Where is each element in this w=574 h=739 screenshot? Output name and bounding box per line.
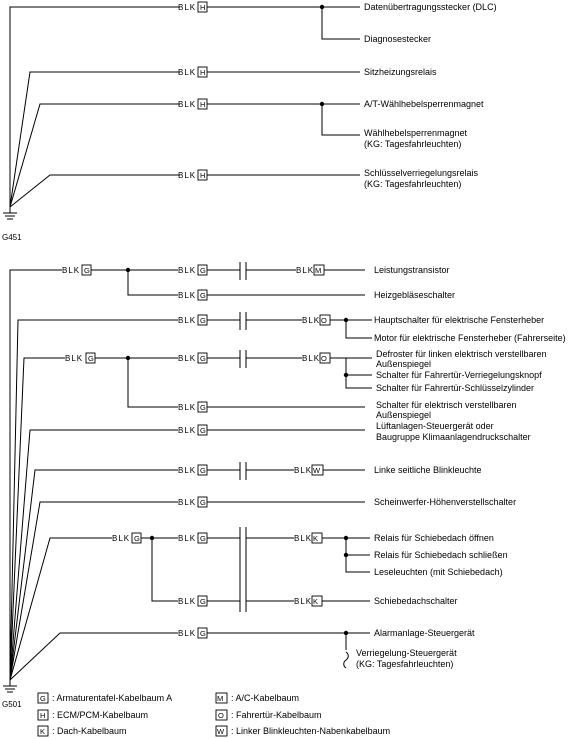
wire-color-label: BLK [294,466,312,475]
component-label: (KG: Tagesfahrleuchten) [356,659,453,669]
ground-label: G501 [2,700,22,709]
wire-color-label: BLK [178,291,196,300]
harness-code: M [315,266,321,275]
legend-text: : A/C-Kabelbaum [231,693,299,703]
component-label: Lüftanlagen-Steuergerät oder [376,421,494,431]
legend-text: : Linker Blinkleuchten-Nabenkabelbaum [231,726,390,736]
wire-color-label: BLK [65,354,83,363]
component-label: Schalter für Fahrertür-Verriegelungsknop… [376,370,542,380]
component-label: Leistungstransistor [374,265,450,275]
wire-color-label: BLK [178,597,196,606]
harness-code: G [200,597,206,606]
wire-color-label: BLK [294,597,312,606]
component-label: Schalter für elektrisch verstellbaren [376,400,517,410]
harness-code: G [200,629,206,638]
legend-text: : Dach-Kabelbaum [52,726,127,736]
component-label: Diagnosestecker [364,34,431,44]
component-label: Schalter für Fahrertür-Schlüsselzylinder [376,383,534,393]
legend-code: W [217,727,225,736]
harness-code: G [88,354,94,363]
legend-text: : Armaturentafel-Kabelbaum A [52,693,172,703]
harness-code: G [200,534,206,543]
legend-code: O [218,711,224,720]
wire-color-label: BLK [178,403,196,412]
wire-color-label: BLK [302,316,320,325]
component-label: A/T-Wählhebelsperrenmagnet [364,99,484,109]
component-label: Baugruppe Klimaanlagendruckschalter [376,432,531,442]
wire-color-label: BLK [112,534,130,543]
legend-code: H [40,711,45,720]
wire-color-label: BLK [294,534,312,543]
component-label: Außenspiegel [376,410,431,420]
component-label: Hauptschalter für elektrische Fensterheb… [374,315,544,325]
harness-code: G [200,291,206,300]
ground-label: G451 [2,233,22,242]
component-label: Leseleuchten (mit Schiebedach) [374,567,503,577]
harness-code: O [321,316,327,325]
wire-color-label: BLK [178,629,196,638]
bottom-section: BLK G BLK G BLK M BLK G BLK G BLK O BLK [2,262,566,709]
component-label: Schiebedachschalter [374,596,458,606]
component-label: Heizgebläseschalter [374,290,455,300]
component-label: Relais für Schiebedach schließen [374,550,508,560]
harness-code: G [200,316,206,325]
wire-color-label: BLK [178,498,196,507]
component-label: Alarmanlage-Steuergerät [374,628,475,638]
component-label: (KG: Tagesfahrleuchten) [364,139,461,149]
component-label: Scheinwerfer-Höhenverstellschalter [374,497,516,507]
ground-symbol [3,207,17,220]
wire-color-label: BLK [178,354,196,363]
ground-symbol [3,680,17,693]
harness-code: G [200,498,206,507]
component-label: Wählhebelsperrenmagnet [364,128,468,138]
harness-code: O [321,354,327,363]
wire-color-label: BLK [178,3,196,12]
wire-color-label: BLK [62,266,80,275]
component-label: Verriegelung-Steuergerät [356,648,457,658]
component-label: Defroster für linken elektrisch verstell… [376,349,547,359]
component-label: Linke seitliche Blinkleuchte [374,465,482,475]
harness-code: G [134,534,140,543]
wire-color-label: BLK [178,100,196,109]
wire-color-label: BLK [178,68,196,77]
wire-color-label: BLK [178,266,196,275]
harness-code: K [313,534,318,543]
wire-color-label: BLK [302,354,320,363]
harness-code: K [313,597,318,606]
legend-text: : ECM/PCM-Kabelbaum [52,710,148,720]
harness-code: H [200,68,205,77]
component-label: Sitzheizungsrelais [364,67,437,77]
harness-code: G [200,426,206,435]
top-section: BLK H BLK H BLK H BLK H Datenübertragung… [2,1,497,242]
wire-color-label: BLK [178,316,196,325]
legend-text: : Fahrertür-Kabelbaum [231,710,322,720]
harness-code: G [200,403,206,412]
harness-code: H [200,3,205,12]
wire-color-label: BLK [296,266,314,275]
harness-code: G [200,266,206,275]
component-label: Relais für Schiebedach öffnen [374,533,494,543]
harness-code: G [200,466,206,475]
legend-code: G [40,694,46,703]
wire-color-label: BLK [178,426,196,435]
wire-color-label: BLK [178,466,196,475]
legend-code: K [40,727,45,736]
harness-code: H [200,100,205,109]
component-label: Schlüsselverriegelungsrelais [364,168,479,178]
wire-color-label: BLK [178,534,196,543]
harness-code: G [200,354,206,363]
component-label: Außenspiegel [376,359,431,369]
component-label: Motor für elektrische Fensterheber (Fahr… [374,333,566,343]
wire-color-label: BLK [178,171,196,180]
harness-code: G [84,266,90,275]
component-label: (KG: Tagesfahrleuchten) [364,179,461,189]
harness-code: W [313,466,321,475]
legend: G : Armaturentafel-Kabelbaum A H : ECM/P… [37,692,390,737]
harness-code: H [200,171,205,180]
legend-code: M [217,694,223,703]
component-label: Datenübertragungsstecker (DLC) [364,2,497,12]
